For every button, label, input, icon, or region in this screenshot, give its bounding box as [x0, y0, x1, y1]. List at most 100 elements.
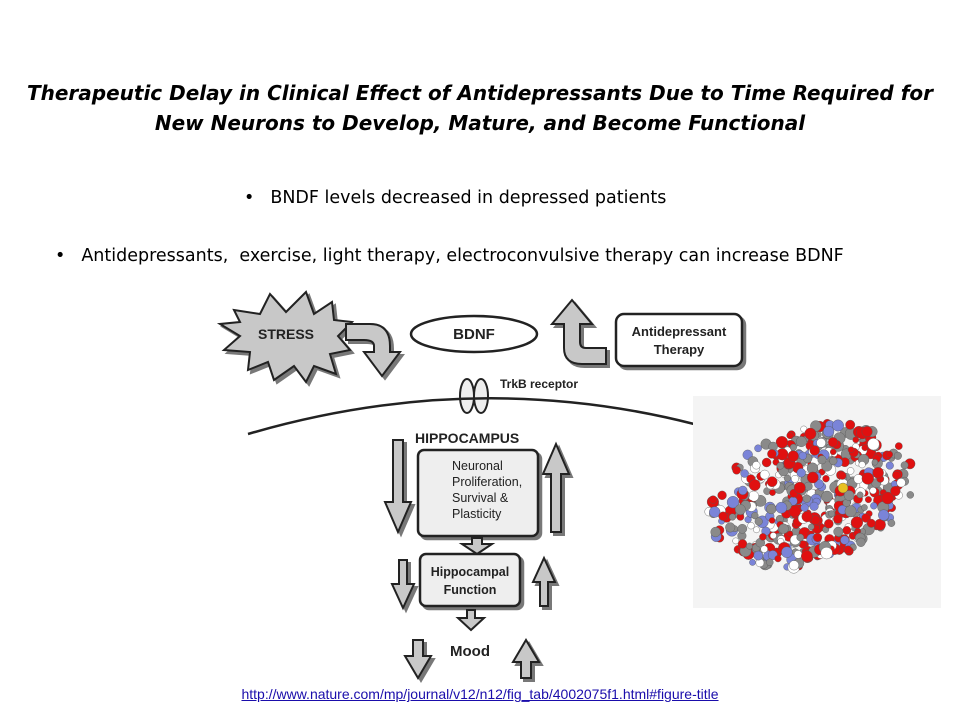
- protein-atom: [781, 546, 793, 558]
- source-link[interactable]: http://www.nature.com/mp/journal/v12/n12…: [241, 686, 719, 702]
- protein-atom: [776, 462, 785, 470]
- bullet-item: •Antidepressants, exercise, light therap…: [55, 246, 844, 266]
- protein-atom: [829, 448, 837, 456]
- trkb-receptor-left: [459, 378, 475, 414]
- protein-atom: [827, 437, 838, 448]
- protein-atom: [747, 522, 755, 530]
- protein-atom: [816, 438, 826, 448]
- protein-atom: [793, 550, 803, 559]
- protein-atom: [809, 501, 819, 511]
- protein-atom: [796, 533, 805, 542]
- protein-atom: [748, 479, 761, 491]
- protein-atom: [760, 545, 768, 553]
- protein-atom: [709, 506, 721, 518]
- protein-atom: [843, 490, 855, 501]
- protein-atom: [800, 503, 809, 512]
- protein-atom: [828, 510, 836, 518]
- center-down-arrow: [458, 537, 496, 556]
- left-down-arrow-2: [390, 559, 416, 611]
- protein-atom: [838, 471, 847, 480]
- protein-atom: [885, 461, 894, 470]
- protein-atom: [766, 503, 777, 515]
- hippocampal-function-box: [418, 552, 522, 608]
- protein-atom: [710, 526, 721, 538]
- protein-atom: [725, 522, 736, 533]
- protein-atom: [894, 442, 903, 450]
- protein-atom: [813, 532, 823, 542]
- protein-atom: [833, 526, 844, 537]
- protein-atom: [737, 523, 748, 534]
- protein-atom: [801, 511, 813, 523]
- protein-atom: [801, 550, 813, 563]
- mood-up-arrow: [511, 638, 541, 679]
- trkb-label: TrkB receptor: [500, 377, 578, 391]
- protein-atom: [885, 450, 894, 459]
- protein-atom: [864, 496, 872, 504]
- protein-atom: [809, 445, 820, 456]
- protein-atom: [767, 449, 777, 459]
- protein-atom: [861, 472, 874, 485]
- protein-atom: [740, 469, 749, 478]
- protein-atom: [823, 425, 835, 438]
- slide-title: Therapeutic Delay in Clinical Effect of …: [20, 78, 940, 138]
- protein-atom: [795, 436, 807, 447]
- bdnf-pathway-diagram: STRESS BDNF Antidepressant Therapy TrkB …: [216, 290, 744, 680]
- protein-atom: [866, 518, 876, 528]
- protein-atom: [808, 523, 815, 531]
- protein-atom: [890, 485, 901, 497]
- protein-atom: [732, 466, 741, 475]
- protein-atom: [817, 455, 827, 465]
- protein-atom: [847, 446, 855, 454]
- protein-atom: [788, 560, 799, 571]
- neuronal-proliferation-box: [416, 448, 540, 538]
- protein-atom: [853, 474, 864, 484]
- protein-atom: [769, 532, 777, 540]
- protein-atom: [881, 491, 894, 505]
- cell-membrane: [247, 397, 695, 436]
- protein-atom: [778, 523, 789, 534]
- protein-atom: [844, 505, 857, 518]
- hippocampus-label: HIPPOCAMPUS: [415, 430, 519, 446]
- protein-atom: [751, 512, 759, 520]
- protein-atom: [861, 444, 869, 452]
- protein-atom: [798, 451, 807, 460]
- bullet-item: •BNDF levels decreased in depressed pati…: [244, 188, 666, 208]
- protein-atom: [726, 496, 740, 509]
- neuronal-label-line1: Neuronal: [452, 459, 503, 473]
- protein-atom: [856, 537, 866, 547]
- protein-atom: [840, 535, 850, 545]
- trkb-receptor-right: [473, 378, 489, 414]
- protein-atom: [887, 519, 896, 527]
- protein-atom: [786, 530, 794, 538]
- protein-atom: [732, 537, 740, 545]
- antidepressant-arrow-shape: [549, 298, 607, 365]
- right-up-arrow-1: [541, 441, 571, 533]
- mood-label: Mood: [450, 643, 490, 660]
- protein-atom: [761, 457, 772, 468]
- antidepressant-label-line1: Antidepressant: [632, 324, 727, 339]
- protein-atom: [869, 486, 877, 495]
- protein-atom: [807, 471, 819, 484]
- protein-atom: [769, 489, 776, 496]
- neuronal-label-line4: Plasticity: [452, 507, 502, 521]
- center-down-arrow-2: [455, 609, 487, 632]
- protein-atom: [832, 419, 844, 432]
- protein-atom: [775, 436, 789, 449]
- protein-atom: [759, 469, 770, 480]
- protein-atom: [858, 461, 866, 469]
- protein-atom: [791, 475, 799, 483]
- neuronal-label-line3: Survival &: [452, 491, 509, 505]
- title-line-1: Therapeutic Delay in Clinical Effect of …: [26, 81, 934, 105]
- bdnf-ellipse: [409, 314, 539, 354]
- protein-atom: [804, 427, 817, 440]
- protein-atom: [775, 501, 788, 514]
- protein-atom: [753, 550, 764, 561]
- protein-atom: [872, 467, 884, 479]
- stress-starburst: [216, 290, 355, 384]
- protein-atom: [871, 459, 879, 466]
- protein-atom: [796, 468, 806, 478]
- protein-atom: [749, 559, 756, 566]
- protein-atom: [824, 519, 834, 529]
- protein-atom: [846, 467, 855, 475]
- protein-atom: [783, 474, 791, 482]
